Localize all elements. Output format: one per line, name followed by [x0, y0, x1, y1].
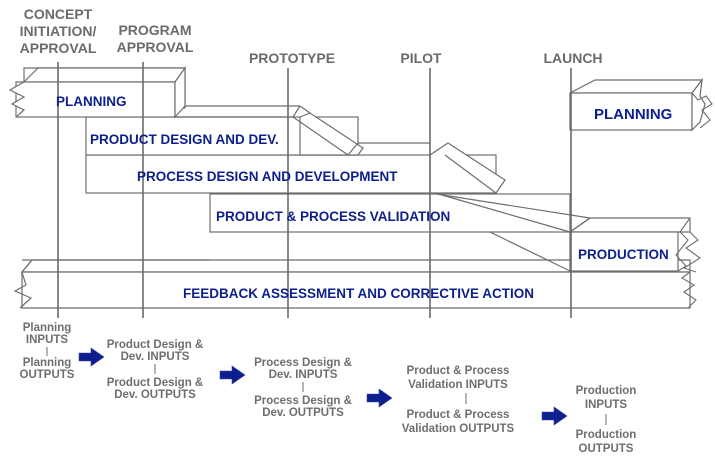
- phase-validation-label: PRODUCT & PROCESS VALIDATION: [216, 209, 450, 224]
- io-block-planning: Planning INPUTS Planning OUTPUTS: [20, 322, 75, 381]
- io-block-validation: Product & Process Validation INPUTS Prod…: [402, 365, 515, 435]
- io-block-production: Production INPUTS Production OUTPUTS: [576, 385, 637, 455]
- io-planning-outputs-line2: OUTPUTS: [20, 369, 75, 381]
- io-validation-inputs-line1: Product & Process: [407, 365, 510, 377]
- phase-planning-next-label: PLANNING: [594, 106, 672, 123]
- io-planning-inputs-line2: INPUTS: [26, 334, 69, 346]
- io-product-inputs-line1: Product Design &: [107, 339, 203, 351]
- phase-product-design-label: PRODUCT DESIGN AND DEV.: [90, 132, 279, 147]
- validation-bar: [209, 192, 591, 272]
- io-production-inputs-line2: INPUTS: [585, 399, 628, 411]
- io-product-outputs-line2: Dev. OUTPUTS: [114, 389, 196, 401]
- milestone-program-line2: APPROVAL: [117, 39, 194, 55]
- planning-bar: [8, 66, 311, 119]
- phase-process-design-label: PROCESS DESIGN AND DEVELOPMENT: [137, 169, 398, 184]
- phase-feedback-label: FEEDBACK ASSESSMENT AND CORRECTIVE ACTIO…: [183, 286, 534, 301]
- milestone-concept-line2: INITIATION/: [20, 23, 97, 39]
- arrow-right-icon: [541, 406, 568, 426]
- product-design-bar: [85, 112, 430, 156]
- io-process-outputs-line1: Process Design &: [254, 395, 352, 407]
- io-process-inputs-line2: Dev. INPUTS: [269, 369, 338, 381]
- io-production-outputs-line1: Production: [576, 429, 637, 441]
- flow-arrows: [78, 347, 568, 426]
- planning-next-bar: [569, 77, 713, 132]
- jagged-right-edges: [675, 217, 701, 309]
- milestone-program-line1: PROGRAM: [118, 22, 191, 38]
- io-product-outputs-line1: Product Design &: [107, 377, 203, 389]
- io-block-product-design: Product Design & Dev. INPUTS Product Des…: [107, 339, 203, 401]
- io-planning-outputs-line1: Planning: [23, 357, 72, 369]
- milestone-labels: CONCEPT INITIATION/ APPROVAL PROGRAM APP…: [20, 6, 603, 66]
- io-product-inputs-line2: Dev. INPUTS: [121, 351, 190, 363]
- phase-production-label: PRODUCTION: [578, 247, 669, 262]
- io-production-inputs-line1: Production: [576, 385, 637, 397]
- phase-labels: PLANNING PRODUCT DESIGN AND DEV. PROCESS…: [56, 94, 672, 301]
- io-planning-inputs-line1: Planning: [23, 322, 72, 334]
- io-process-inputs-line1: Process Design &: [254, 357, 352, 369]
- milestone-concept-line3: APPROVAL: [20, 40, 97, 56]
- process-design-bar: [85, 142, 506, 194]
- arrow-right-icon: [366, 388, 393, 408]
- arrow-right-icon: [78, 347, 105, 367]
- milestone-launch: LAUNCH: [543, 50, 602, 66]
- phase-planning-label: PLANNING: [56, 94, 127, 109]
- milestone-concept-line1: CONCEPT: [24, 6, 93, 22]
- production-bar: [22, 217, 691, 272]
- io-validation-outputs-line1: Product & Process: [407, 409, 510, 421]
- io-block-process-design: Process Design & Dev. INPUTS Process Des…: [254, 357, 352, 419]
- arrow-right-icon: [219, 365, 246, 385]
- io-validation-inputs-line2: Validation INPUTS: [408, 379, 508, 391]
- io-process-outputs-line2: Dev. OUTPUTS: [262, 407, 344, 419]
- milestone-pilot: PILOT: [400, 50, 442, 66]
- io-validation-outputs-line2: Validation OUTPUTS: [402, 423, 515, 435]
- milestone-lines: [57, 62, 572, 318]
- io-production-outputs-line2: OUTPUTS: [579, 443, 634, 455]
- milestone-prototype: PROTOTYPE: [249, 50, 335, 66]
